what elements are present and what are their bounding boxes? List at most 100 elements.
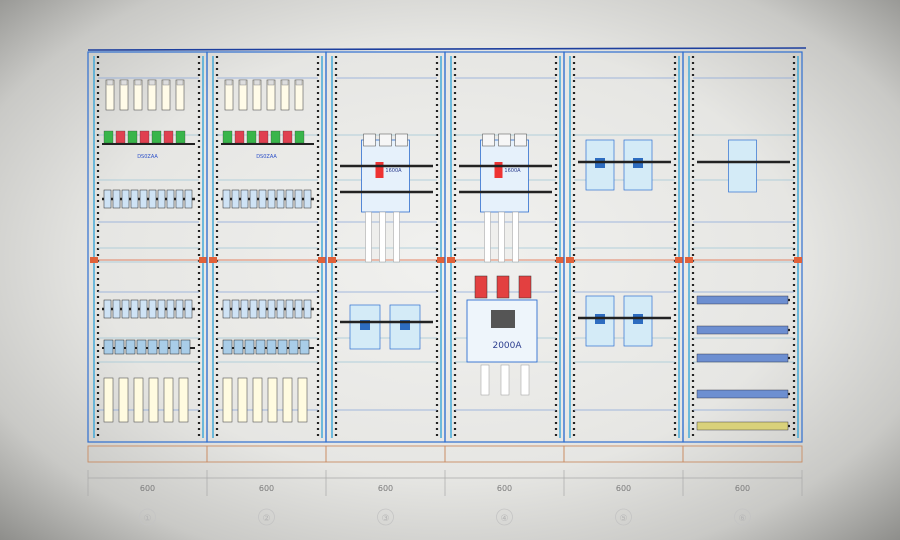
mcb-module <box>303 299 312 319</box>
mcb-module <box>267 189 276 209</box>
mcb-module <box>258 299 267 319</box>
cabinet-number-circle <box>258 508 275 526</box>
width-dimension-label: 600 <box>378 484 393 493</box>
mcb-module <box>166 299 175 319</box>
mcb-module <box>175 299 184 319</box>
acb-display-panel <box>491 310 515 328</box>
fuse-holder-bottom <box>178 377 189 423</box>
breaker-pole-top <box>363 133 376 147</box>
busbar-stub <box>365 211 372 263</box>
cabinet-number-label: ⑤ <box>619 514 627 524</box>
breaker-rating-label: 1600A <box>385 168 402 174</box>
breaker-rating-label: 1600A <box>504 168 521 174</box>
busbar-marker-right <box>318 257 326 263</box>
cabinet-number-circle <box>496 508 513 526</box>
fuse-holder-bottom <box>237 377 248 423</box>
busbar-marker-left <box>209 257 217 263</box>
cabinet-plinth <box>325 445 446 463</box>
mcb-module <box>267 299 276 319</box>
mcb-module <box>121 299 130 319</box>
cabinet-number-circle <box>734 508 751 526</box>
terminal-block <box>270 130 281 144</box>
busbar-marker-right <box>794 257 802 263</box>
width-dimension-label: 600 <box>735 484 750 493</box>
small-breaker <box>299 339 310 355</box>
breaker-trip-indicator <box>375 162 384 178</box>
fuse-holder-bottom <box>267 377 278 423</box>
busbar-marker-left <box>90 257 98 263</box>
mcb-module <box>231 189 240 209</box>
fuse-holder-bottom <box>297 377 308 423</box>
mcb-module <box>240 299 249 319</box>
cabinet-plinth <box>682 445 803 463</box>
busbar-marker-left <box>685 257 693 263</box>
small-breaker <box>222 339 233 355</box>
mcb-module <box>285 299 294 319</box>
mcb-module <box>240 189 249 209</box>
small-breaker <box>136 339 147 355</box>
cabinet-6: 600 ⑥ <box>682 51 803 526</box>
cabinet-number-label: ⑥ <box>738 514 746 524</box>
fuse-cap <box>225 79 233 86</box>
fuse-holder-bottom <box>222 377 233 423</box>
busbar-marker-right <box>437 257 445 263</box>
mcb-module <box>175 189 184 209</box>
mcb-module <box>148 189 157 209</box>
mcb-module <box>231 299 240 319</box>
mcb-module <box>103 299 112 319</box>
fuse-cap <box>148 79 156 86</box>
acb-breaker-body <box>466 299 538 363</box>
mccb-handle <box>400 320 410 330</box>
busbar-stub <box>379 211 386 263</box>
main-breaker-body <box>361 139 410 213</box>
mcb-module <box>121 189 130 209</box>
width-dimension-label: 600 <box>616 484 631 493</box>
fuse-cap <box>253 79 261 86</box>
small-breaker <box>233 339 244 355</box>
cabinet-number-label: ④ <box>500 514 508 524</box>
width-dimension-label: 600 <box>259 484 274 493</box>
terminal-block <box>294 130 305 144</box>
terminal-strip <box>696 353 789 363</box>
width-dimension-label: 600 <box>497 484 512 493</box>
terminal-strip <box>696 295 789 305</box>
small-breaker <box>255 339 266 355</box>
cabinet-5: 600 ⑤ <box>563 51 684 526</box>
mcb-module <box>285 189 294 209</box>
mcb-module <box>112 299 121 319</box>
cabinet-frame <box>563 51 684 443</box>
busbar-marker-left <box>328 257 336 263</box>
terminal-block <box>234 130 245 144</box>
mcb-module <box>139 189 148 209</box>
breaker-pole-top <box>514 133 527 147</box>
mcb-module <box>249 189 258 209</box>
current-transformer <box>474 275 488 299</box>
fuse-holder-bottom <box>148 377 159 423</box>
small-breaker <box>147 339 158 355</box>
outgoing-busbar <box>520 364 530 396</box>
fuse-holder-bottom <box>163 377 174 423</box>
main-breaker-body <box>480 139 529 213</box>
cabinet-plinth <box>444 445 565 463</box>
terminal-block <box>139 130 150 144</box>
terminal-block <box>258 130 269 144</box>
mcb-module <box>130 299 139 319</box>
terminal-strip <box>696 421 789 431</box>
mcb-module <box>139 299 148 319</box>
terminal-block <box>246 130 257 144</box>
outgoing-busbar <box>480 364 490 396</box>
mcb-module <box>276 299 285 319</box>
busbar-stub <box>498 211 505 263</box>
breaker-pole-top <box>482 133 495 147</box>
small-breaker <box>114 339 125 355</box>
cabinet-number-label: ① <box>143 514 151 524</box>
terminal-block <box>127 130 138 144</box>
top-frame-line <box>87 47 807 51</box>
mcb-module <box>294 189 303 209</box>
terminal-block <box>151 130 162 144</box>
mcb-module <box>157 189 166 209</box>
cabinet-number-label: ② <box>262 514 270 524</box>
